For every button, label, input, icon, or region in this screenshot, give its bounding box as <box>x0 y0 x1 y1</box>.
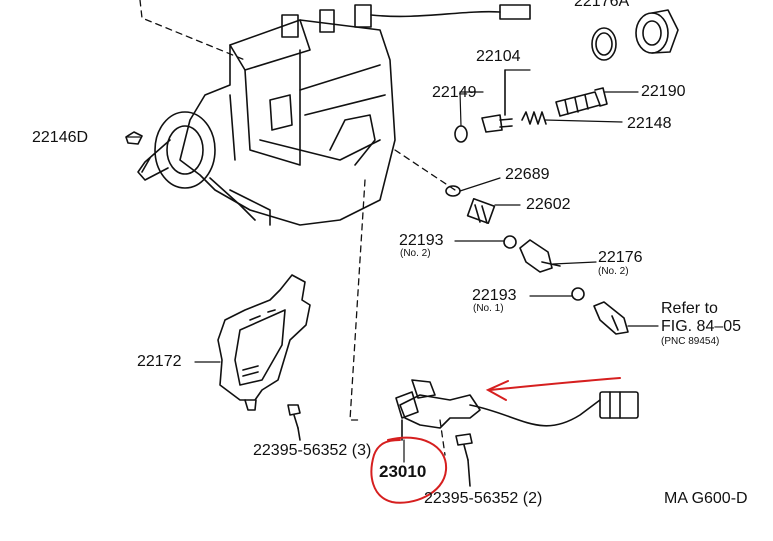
part-23010-drawing <box>395 379 639 441</box>
part-22190-drawing <box>555 87 608 117</box>
part-22172-drawing <box>217 274 311 411</box>
dashed-leaders <box>139 0 456 456</box>
injection-pump <box>137 4 531 226</box>
label-22193-no1: 22193 <box>472 287 517 304</box>
red-arrow-head <box>485 380 509 401</box>
label-22190: 22190 <box>641 83 686 100</box>
reference-line1: Refer to <box>661 300 718 317</box>
part-22149-drawing <box>454 125 468 143</box>
label-22148: 22148 <box>627 115 672 132</box>
figure-code: MA G600-D <box>664 490 748 507</box>
label-22172: 22172 <box>137 353 182 370</box>
label-22602: 22602 <box>526 196 571 213</box>
label-22193-no2-note: (No. 2) <box>400 248 431 259</box>
part-22395-2-drawing <box>455 433 473 487</box>
part-22602-drawing <box>466 197 496 225</box>
label-22176-note: (No. 2) <box>598 266 629 277</box>
label-22193-no1-note: (No. 1) <box>473 303 504 314</box>
highlight-annotations <box>370 377 621 504</box>
part-22193-no2-drawing <box>503 235 517 249</box>
part-89454-drawing <box>593 301 629 335</box>
part-22176A-drawing <box>591 9 679 61</box>
part-22146D-drawing <box>125 131 143 145</box>
label-22176A: 22176A <box>574 0 630 10</box>
label-22395-2: 22395-56352 (2) <box>424 490 543 507</box>
red-circle <box>370 436 448 504</box>
part-22148-drawing <box>521 111 547 125</box>
part-22395-3-drawing <box>287 404 301 441</box>
label-22104: 22104 <box>476 48 521 65</box>
part-22104-drawing <box>481 69 513 133</box>
label-23010: 23010 <box>379 462 427 481</box>
leader-lines <box>125 69 659 463</box>
label-22176: 22176 <box>598 249 643 266</box>
part-22193-no1-drawing <box>571 287 585 301</box>
part-22176-no2-drawing <box>519 239 561 273</box>
reference-line2: FIG. 84–05 <box>661 318 742 335</box>
part-22689-drawing <box>445 185 461 197</box>
label-22146D: 22146D <box>32 129 89 146</box>
label-22149: 22149 <box>432 84 477 101</box>
label-22689: 22689 <box>505 166 550 183</box>
label-22193-no2: 22193 <box>399 232 444 249</box>
red-arrow-shaft <box>489 377 621 391</box>
reference-line3: (PNC 89454) <box>661 336 720 347</box>
label-22395-3: 22395-56352 (3) <box>253 442 372 459</box>
